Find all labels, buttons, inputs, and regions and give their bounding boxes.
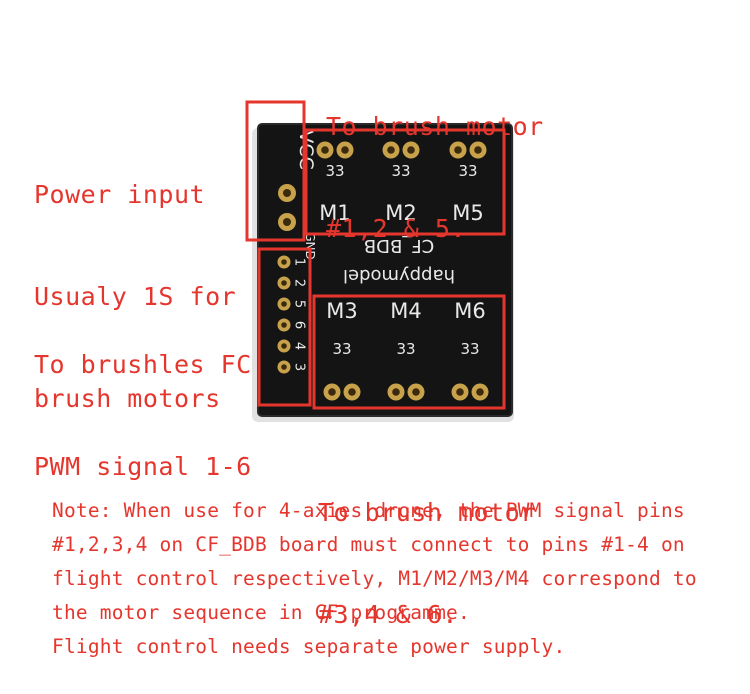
pwm-pins-highlight-box <box>257 247 312 407</box>
pwm-signal-pins: 1 2 5 6 4 3 <box>277 255 307 374</box>
pwm-pin-label: 1 <box>292 258 307 266</box>
bottom-motor-pads: 33 M3 33 M4 33 M6 <box>323 299 489 401</box>
pwm-annotation-line1: To brushles FC <box>34 350 252 379</box>
pwm-pin: 2 <box>277 276 307 290</box>
motor-label: M2 <box>385 201 416 225</box>
note-line2: #1,2,3,4 on CF_BDB board must connect to… <box>52 533 685 556</box>
top-annotation-line1: To brush motor <box>326 112 544 141</box>
gnd-silk-label: GND <box>303 232 317 260</box>
motor-label: M3 <box>326 299 357 323</box>
pwm-pin-label: 2 <box>292 279 307 287</box>
pcb-board <box>258 124 512 416</box>
power-annotation-line3: brush motors <box>34 384 221 413</box>
note-text: Note: When use for 4-axies drone, the PW… <box>52 494 732 664</box>
motor-label: M4 <box>390 299 421 323</box>
bottom-motors-highlight-box <box>312 294 506 410</box>
note-line4: the motor sequence in CF programme. <box>52 601 470 624</box>
bottom-annotation-line1: To brush motor <box>318 498 536 527</box>
pwm-annotation-line2: PWM signal 1-6 <box>34 452 252 481</box>
note-line1: Note: When use for 4-axies drone, the PW… <box>52 499 685 522</box>
motor-pad-group: 33 M6 <box>451 299 489 401</box>
top-annotation-line2: #1,2 & 5. <box>326 214 466 243</box>
top-motors-annotation: To brush motor #1,2 & 5. <box>326 42 544 280</box>
pwm-pin-label: 3 <box>292 363 307 371</box>
pwm-pin: 6 <box>277 318 307 332</box>
pwm-pin-label: 6 <box>292 321 307 329</box>
brand-silk: happymodel <box>343 265 455 286</box>
pwm-pin: 4 <box>277 339 307 353</box>
pwm-annotation: To brushles FC PWM signal 1-6 <box>34 280 252 518</box>
motor-label: M6 <box>454 299 485 323</box>
motor-pad-group: 33 M3 <box>323 299 361 401</box>
board-name-silk: CF_BDB <box>364 235 434 256</box>
bottom-annotation-line2: #3,4 & 6. <box>318 600 458 629</box>
pad-mark: 33 <box>396 340 415 358</box>
motor-pad-group: 33 M4 <box>387 299 425 401</box>
power-pads <box>278 184 296 231</box>
pwm-pin-label: 4 <box>292 342 307 350</box>
pad-mark: 33 <box>325 162 344 180</box>
motor-label: M5 <box>452 201 483 225</box>
pwm-pin: 1 <box>277 255 307 269</box>
pwm-pin: 3 <box>277 360 307 374</box>
pad-mark: 33 <box>391 162 410 180</box>
power-input-highlight-box <box>245 100 306 242</box>
pwm-pin: 5 <box>277 297 307 311</box>
pad-mark: 33 <box>460 340 479 358</box>
note-line3: flight control respectively, M1/M2/M3/M4… <box>52 567 697 590</box>
pwm-pin-label: 5 <box>292 300 307 308</box>
power-annotation-line2: Usualy 1S for <box>34 282 237 311</box>
note-line5: Flight control needs separate power supp… <box>52 635 566 658</box>
bottom-motors-annotation: To brush motor #3,4 & 6. <box>318 428 536 666</box>
pad-mark: 33 <box>458 162 477 180</box>
motor-label: M1 <box>319 201 350 225</box>
power-input-annotation: Power input Usualy 1S for brush motors <box>34 110 236 450</box>
top-motors-highlight-box <box>304 128 506 236</box>
pad-mark: 33 <box>332 340 351 358</box>
power-annotation-line1: Power input <box>34 180 206 209</box>
